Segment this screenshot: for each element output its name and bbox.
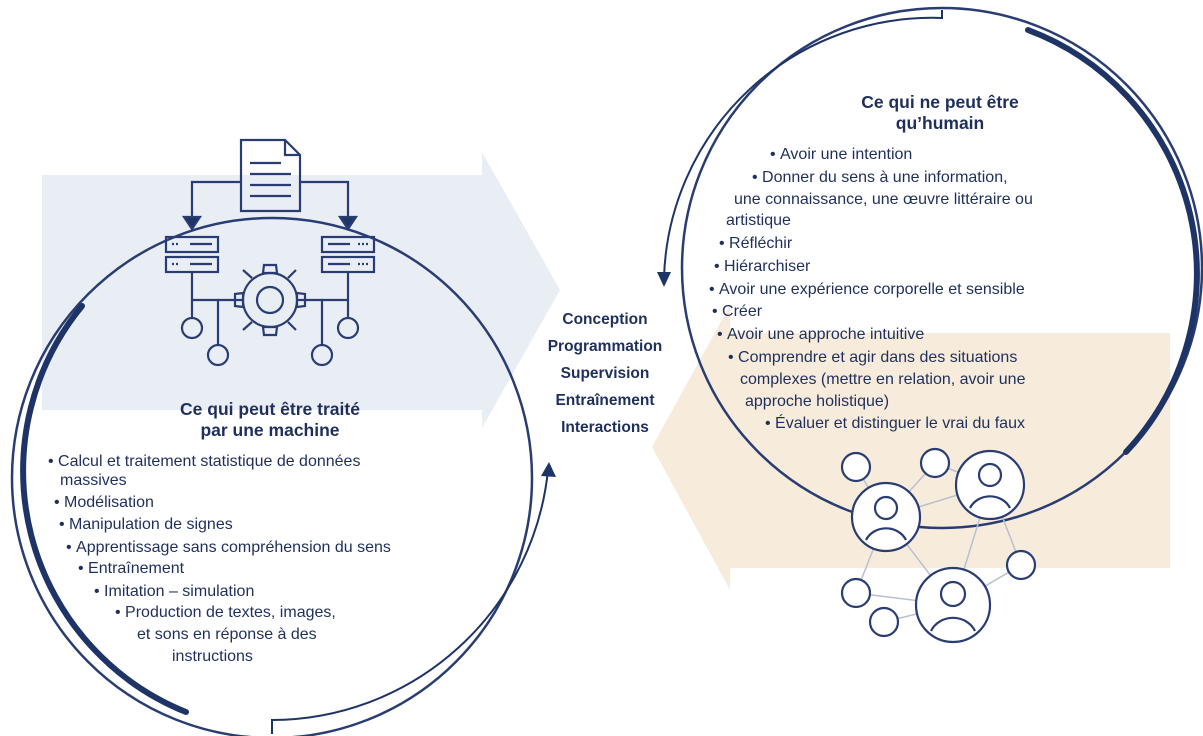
right-title: Ce qui ne peut être qu’humain bbox=[800, 92, 1080, 134]
left-title: Ce qui peut être traité par une machine bbox=[130, 399, 410, 441]
left-circle-accent-arc bbox=[20, 303, 189, 715]
right-item-3: Réfléchir bbox=[719, 234, 792, 253]
left-item-6: Imitation – simulation bbox=[94, 582, 254, 601]
left-item-1: Calcul et traitement statistique de donn… bbox=[48, 452, 360, 471]
right-item-4: Hiérarchiser bbox=[714, 257, 810, 276]
left-item-1-cont: massives bbox=[60, 472, 127, 489]
server-icon-right bbox=[320, 235, 376, 254]
right-item-5: Avoir une expérience corporelle et sensi… bbox=[709, 280, 1025, 299]
left-item-7: Production de textes, images, bbox=[115, 603, 336, 622]
right-item-2: Donner du sens à une information, bbox=[752, 168, 1007, 187]
right-circle bbox=[680, 6, 1203, 530]
right-item-8: Comprendre et agir dans des situations bbox=[728, 348, 1017, 367]
left-item-7-cont-1: et sons en réponse à des bbox=[137, 626, 317, 643]
right-title-line-1: Ce qui ne peut être bbox=[861, 92, 1019, 112]
right-item-2-cont-1: une connaissance, une œuvre littéraire o… bbox=[734, 191, 1033, 208]
machine-icon bbox=[164, 138, 376, 367]
left-item-3: Manipulation de signes bbox=[59, 515, 233, 534]
middle-list: Conception Programmation Supervision Ent… bbox=[520, 306, 690, 441]
left-title-line-1: Ce qui peut être traité bbox=[180, 399, 360, 419]
left-item-5: Entraînement bbox=[78, 559, 184, 578]
right-item-7: Avoir une approche intuitive bbox=[717, 325, 924, 344]
right-item-6: Créer bbox=[712, 302, 762, 321]
left-cycle-arrowhead bbox=[541, 462, 556, 477]
right-cycle-arrow bbox=[663, 10, 943, 279]
right-item-2-cont-2: artistique bbox=[726, 212, 791, 229]
left-item-4: Apprentissage sans compréhension du sens bbox=[66, 538, 391, 557]
right-item-8-cont-2: approche holistique) bbox=[745, 393, 890, 410]
right-circle-accent-arc bbox=[1025, 27, 1200, 455]
left-circle bbox=[10, 216, 534, 736]
left-item-7-cont-2: instructions bbox=[172, 648, 253, 665]
middle-item-programmation: Programmation bbox=[547, 338, 663, 355]
person-icon-1 bbox=[850, 481, 922, 553]
middle-item-conception: Conception bbox=[562, 311, 648, 328]
left-title-line-2: par une machine bbox=[200, 420, 340, 440]
left-arrow-shape bbox=[42, 152, 560, 428]
right-cycle-arrowhead bbox=[657, 272, 671, 287]
right-item-8-cont-1: complexes (mettre en relation, avoir une bbox=[740, 371, 1026, 388]
middle-item-entrainement: Entraînement bbox=[555, 392, 655, 409]
middle-item-supervision: Supervision bbox=[560, 365, 650, 382]
right-item-9: Évaluer et distinguer le vrai du faux bbox=[765, 414, 1025, 433]
people-network-icon bbox=[840, 447, 1037, 644]
right-arrow-shape bbox=[652, 305, 1170, 590]
right-item-1: Avoir une intention bbox=[770, 145, 912, 164]
server-icon-left bbox=[164, 235, 220, 254]
middle-item-interactions: Interactions bbox=[561, 419, 649, 436]
left-cycle-arrow bbox=[271, 469, 549, 734]
left-item-2: Modélisation bbox=[54, 493, 154, 512]
right-title-line-2: qu’humain bbox=[895, 113, 985, 133]
